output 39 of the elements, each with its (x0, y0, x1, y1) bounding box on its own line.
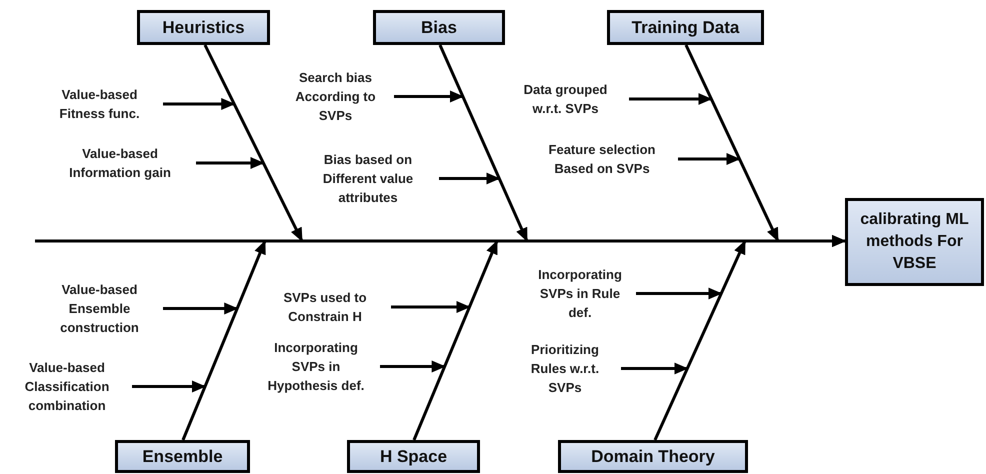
effect-box (845, 198, 984, 286)
category-label: Heuristics (162, 18, 245, 38)
cause-text: Value-based Ensemble construction (42, 280, 157, 337)
category-label: Bias (421, 18, 457, 38)
cause-text: Value-based Fitness func. (42, 85, 157, 123)
arrow (654, 235, 845, 441)
arrow (439, 172, 500, 184)
category-box (373, 10, 505, 45)
arrow (380, 360, 446, 372)
category-box (558, 440, 748, 473)
category-box (607, 10, 764, 45)
arrow (196, 157, 264, 169)
cause-text: Search bias According to SVPs (283, 68, 388, 125)
category-label: Training Data (632, 18, 740, 38)
cause-text: Value-based Classification combination (8, 358, 126, 415)
arrow (132, 380, 206, 392)
cause-text: Value-based Information gain (50, 144, 190, 182)
cause-text: Incorporating SVPs in Hypothesis def. (258, 338, 374, 395)
arrow (391, 301, 470, 313)
cause-text: Feature selection Based on SVPs (532, 140, 672, 178)
arrow (678, 153, 740, 165)
cause-text: Data grouped w.r.t. SVPs (508, 80, 623, 118)
category-box (137, 10, 270, 45)
category-box (347, 440, 480, 473)
arrow (163, 98, 236, 110)
cause-text: SVPs used to Constrain H (265, 288, 385, 326)
category-label: Ensemble (142, 446, 223, 466)
category-label: Domain Theory (591, 446, 715, 466)
effect-label: calibrating ML methods For VBSE (859, 210, 970, 274)
arrow (163, 302, 238, 314)
arrow (636, 288, 722, 300)
cause-text: Incorporating SVPs in Rule def. (530, 265, 630, 322)
cause-text: Prioritizing Rules w.r.t. SVPs (515, 340, 615, 397)
category-label: H Space (380, 446, 448, 466)
arrow (629, 93, 712, 105)
cause-text: Bias based on Different value attributes (303, 150, 433, 207)
arrow (621, 362, 688, 374)
category-box (115, 440, 250, 473)
arrow (394, 90, 464, 102)
